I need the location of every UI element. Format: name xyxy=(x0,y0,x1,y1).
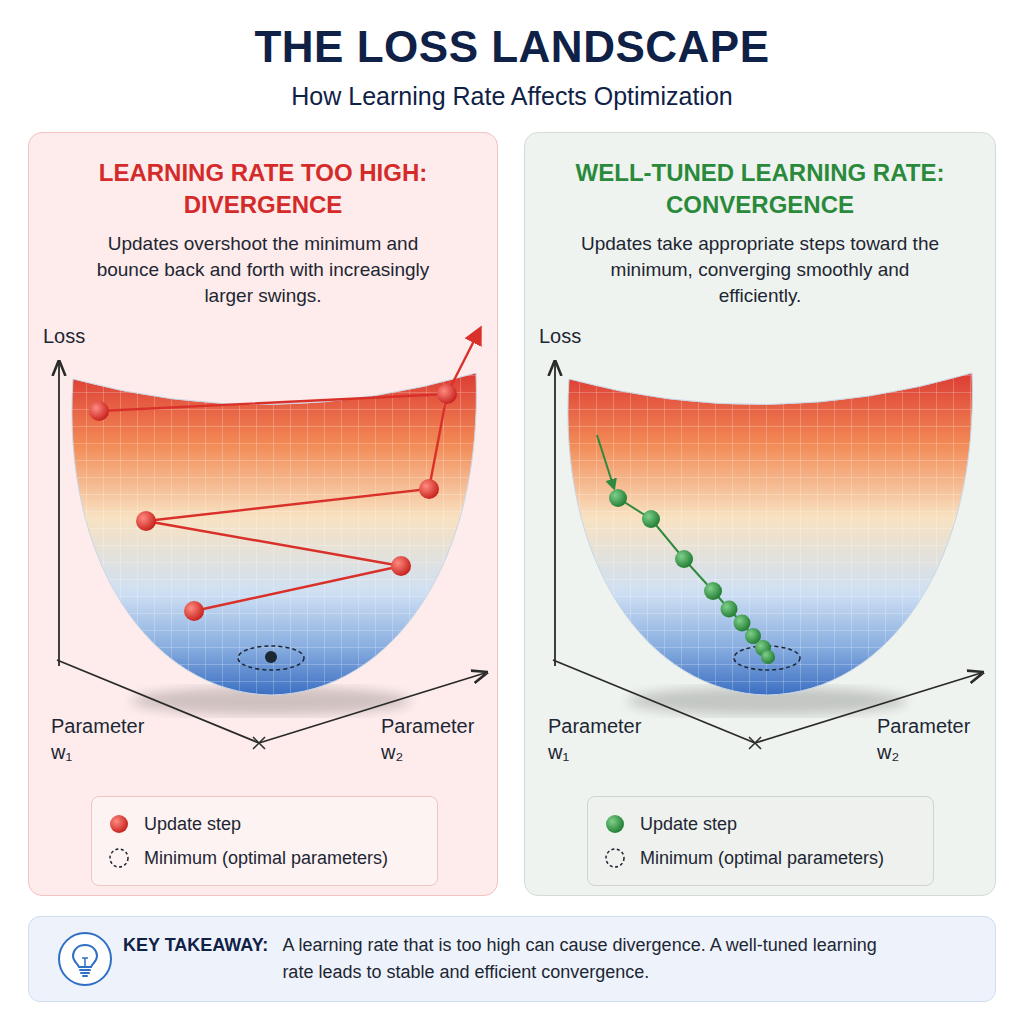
axis-label: Parameter w₂ xyxy=(381,713,481,765)
legend-text: Minimum (optimal parameters) xyxy=(640,848,884,869)
panel-description: Updates take appropriate steps toward th… xyxy=(580,231,940,309)
update-step-swatch xyxy=(604,813,626,835)
legend-box: Update stepMinimum (optimal parameters) xyxy=(587,796,934,886)
legend-row: Minimum (optimal parameters) xyxy=(604,841,917,875)
axis-label: Parameter w₁ xyxy=(51,713,151,765)
panel-heading: WELL-TUNED LEARNING RATE: CONVERGENCE xyxy=(545,157,975,221)
lightbulb-icon xyxy=(57,931,113,987)
takeaway-text: A learning rate that is too high can cau… xyxy=(282,932,892,986)
subtitle: How Learning Rate Affects Optimization xyxy=(0,82,1024,111)
minimum-swatch xyxy=(108,847,130,869)
takeaway-heading: KEY TAKEAWAY: xyxy=(123,925,268,956)
minimum-swatch xyxy=(604,847,626,869)
axis-label: Loss xyxy=(43,323,103,349)
axis-label: Loss xyxy=(539,323,599,349)
comparison-panel: LEARNING RATE TOO HIGH: DIVERGENCE Update… xyxy=(28,132,498,896)
legend-text: Update step xyxy=(144,814,241,835)
takeaway-box: KEY TAKEAWAY: A learning rate that is too… xyxy=(28,916,996,1002)
axis-label: Parameter w₁ xyxy=(548,713,648,765)
legend-text: Update step xyxy=(640,814,737,835)
panel-description: Updates overshoot the minimum and bounce… xyxy=(83,231,443,309)
comparison-panel: WELL-TUNED LEARNING RATE: CONVERGENCE Upd… xyxy=(524,132,996,896)
legend-row: Update step xyxy=(604,807,917,841)
legend-row: Update step xyxy=(108,807,421,841)
axis-label: Parameter w₂ xyxy=(877,713,977,765)
panel-heading: LEARNING RATE TOO HIGH: DIVERGENCE xyxy=(48,157,478,221)
update-step-swatch xyxy=(108,813,130,835)
title: THE LOSS LANDSCAPE xyxy=(0,22,1024,72)
legend-box: Update stepMinimum (optimal parameters) xyxy=(91,796,438,886)
legend-text: Minimum (optimal parameters) xyxy=(144,848,388,869)
legend-row: Minimum (optimal parameters) xyxy=(108,841,421,875)
